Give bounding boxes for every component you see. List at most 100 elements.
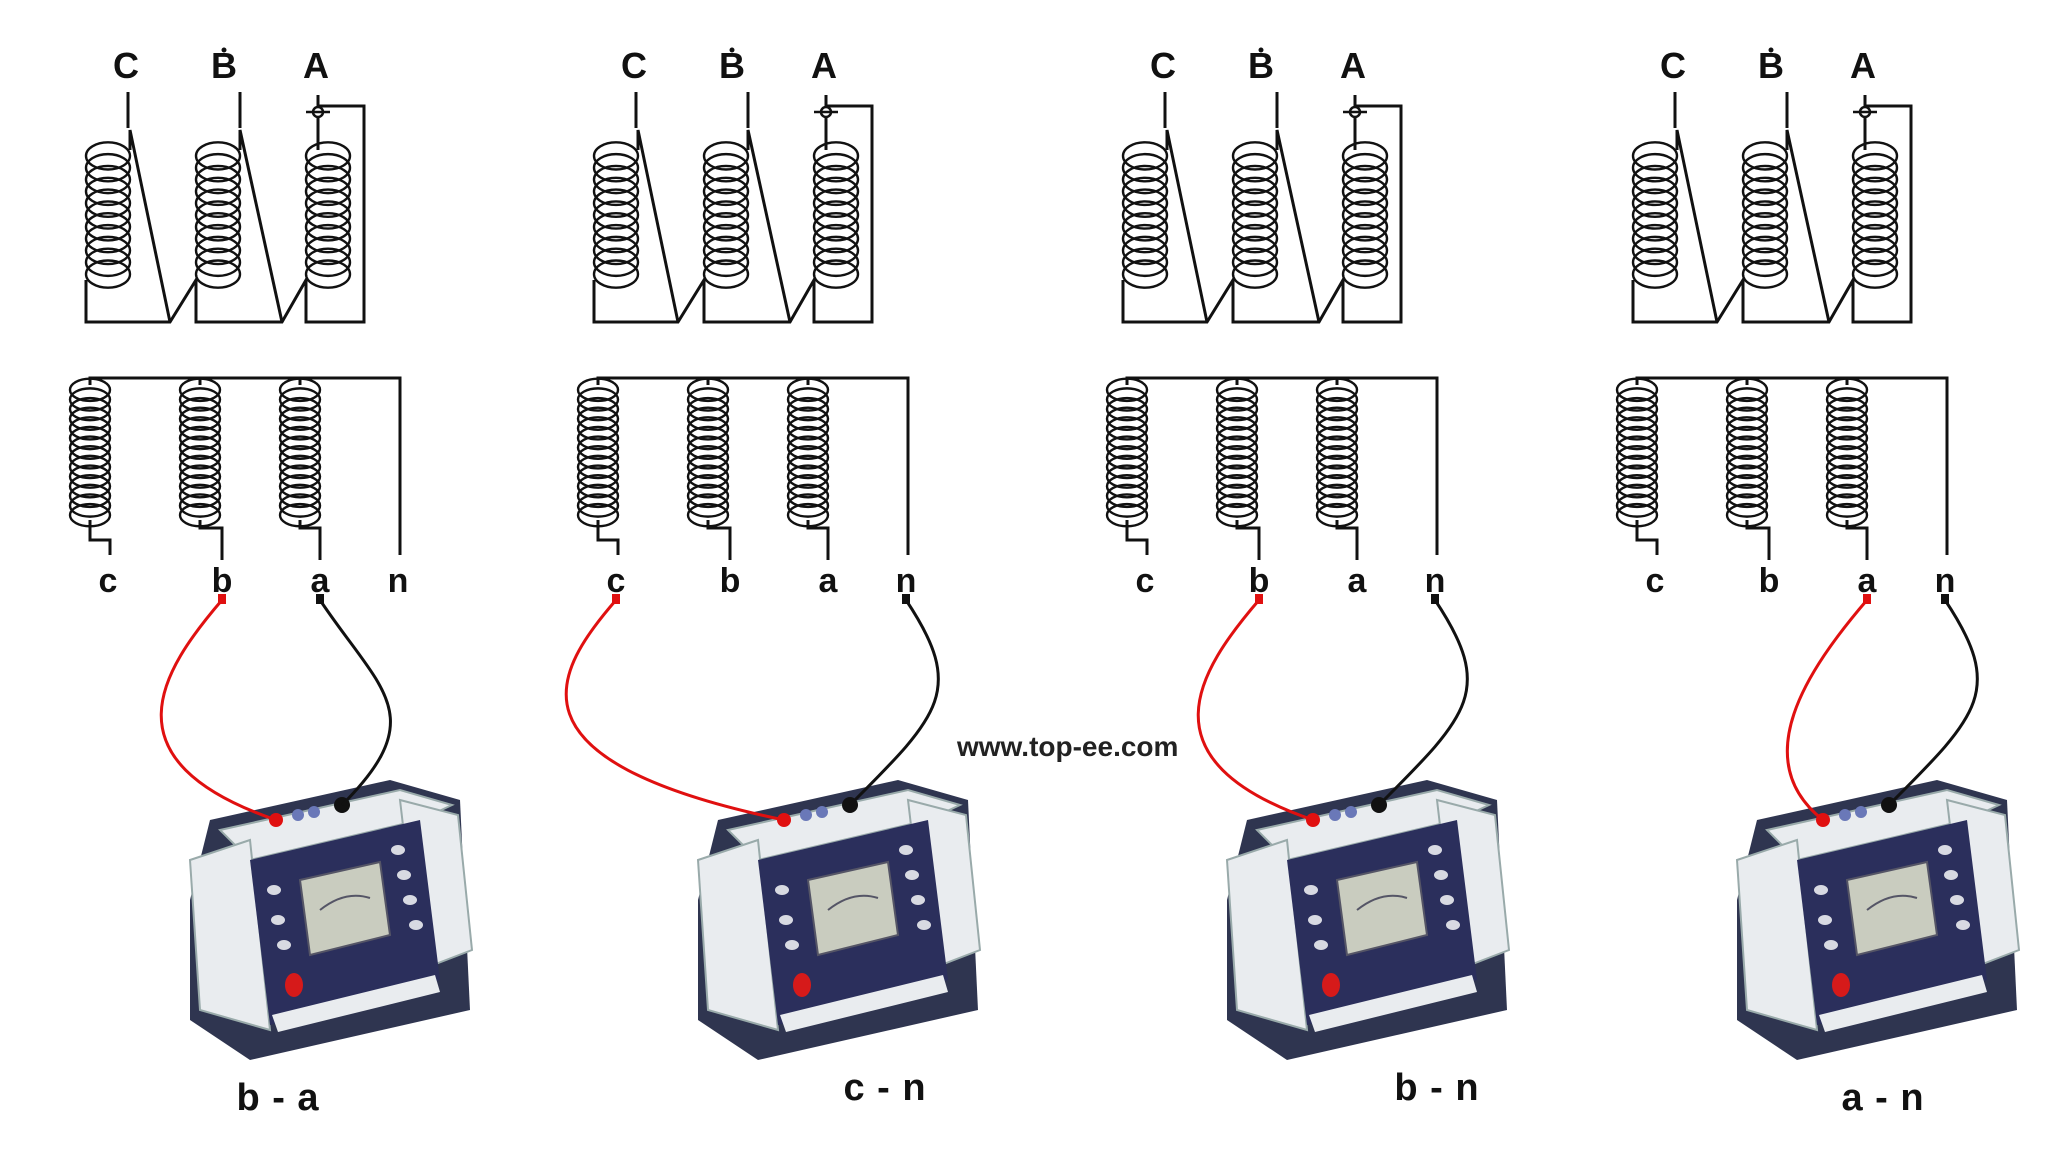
coil-turn [1315, 493, 1359, 518]
coil-turn [786, 473, 830, 499]
coil-turn [1231, 164, 1279, 195]
hv-coil [592, 141, 640, 289]
coil-turn [576, 396, 620, 422]
tester-key [403, 895, 417, 905]
aux-socket [1345, 806, 1357, 818]
coil-turn [194, 259, 242, 289]
tester-handle-left [188, 838, 272, 1032]
test-lead-clip-icon [316, 594, 324, 604]
tester-screen-arc [1356, 894, 1408, 911]
coil-turn [194, 247, 242, 278]
test-lead-clip-icon [1863, 594, 1871, 604]
coil-turn [1341, 235, 1389, 266]
coil-turn [1215, 396, 1259, 422]
hv-label-C: C [1660, 45, 1686, 86]
coil-turn [576, 483, 620, 509]
hv-coil [1231, 141, 1279, 289]
coil-turn [592, 141, 640, 171]
coil-turn [786, 445, 830, 470]
coil-turn [1615, 425, 1659, 451]
coil-turn [1851, 223, 1899, 254]
coil-turn [278, 387, 322, 412]
coil-turn [1231, 188, 1279, 218]
tester-key [1308, 915, 1322, 925]
lv-coil [686, 377, 730, 528]
coil-turn [1615, 435, 1659, 460]
coil-turn [592, 235, 640, 266]
coil-turn [702, 152, 750, 183]
tester-key [391, 845, 405, 855]
coil-turn [1215, 473, 1259, 499]
coil-turn [1231, 212, 1279, 242]
tester-screen [806, 860, 900, 957]
tester-key [1938, 845, 1952, 855]
coil-turn [1725, 473, 1769, 499]
insulation-tester-icon [696, 780, 982, 1060]
lv-star [198, 378, 302, 385]
coil-turn [576, 493, 620, 518]
lv-star [706, 378, 810, 385]
coil-turn [1851, 200, 1899, 230]
coil-turn [194, 176, 242, 207]
lv-star [1235, 378, 1339, 385]
caption-b-a: b - a [236, 1077, 319, 1119]
coil-turn [194, 141, 242, 171]
lv-lead-b [1745, 520, 1771, 560]
coil-turn [1725, 483, 1769, 509]
tester-key [1446, 920, 1460, 930]
coil-turn [702, 188, 750, 218]
hv-label-C: C [1150, 45, 1176, 86]
dot-mark [1258, 47, 1264, 53]
coil-turn [178, 454, 222, 480]
coil-turn [1315, 464, 1359, 489]
tester-key [1956, 920, 1970, 930]
hv-lead [1673, 92, 1789, 128]
lv-label-c: c [607, 562, 626, 600]
coil-turn [686, 425, 730, 451]
tester-front-strip [272, 975, 440, 1032]
coil-turn [1121, 188, 1169, 218]
aux-socket [1855, 806, 1867, 818]
coil-turn [1315, 435, 1359, 460]
coil-turn [786, 493, 830, 518]
coil-turn [592, 188, 640, 218]
hv-coil [304, 141, 352, 289]
lv-lead-a [1845, 520, 1869, 560]
coil-turn [1215, 493, 1259, 518]
coil-turn [178, 396, 222, 422]
tester-screen-arc [319, 894, 371, 911]
coil-turn [576, 435, 620, 460]
tester-key [911, 895, 925, 905]
hv-coil [1631, 141, 1679, 289]
lv-label-c: c [99, 562, 118, 600]
coil-turn [1121, 200, 1169, 230]
coil-turn [304, 259, 352, 289]
lv-label-b: b [212, 562, 233, 600]
coil-turn [686, 435, 730, 460]
coil-turn [592, 176, 640, 207]
coil-turn [1741, 235, 1789, 266]
coil-turn [592, 247, 640, 278]
coil-turn [1231, 152, 1279, 183]
test-lead-clip-icon [218, 594, 226, 604]
hv-coil [1851, 141, 1899, 289]
coil-turn [1615, 473, 1659, 499]
coil-turn [1615, 483, 1659, 509]
coil-turn [1615, 387, 1659, 412]
coil-turn [786, 454, 830, 480]
coil-turn [68, 445, 112, 470]
coil-turn [1725, 387, 1769, 412]
coil-turn [1341, 223, 1389, 254]
tester-front-strip [1309, 975, 1477, 1032]
coil-turn [1105, 435, 1149, 460]
caption-b-n: b - n [1394, 1067, 1479, 1109]
tester-key [1944, 870, 1958, 880]
hv-coil [702, 141, 750, 289]
black-test-lead [848, 599, 940, 807]
coil-turn [1341, 141, 1389, 171]
power-button [285, 973, 303, 997]
